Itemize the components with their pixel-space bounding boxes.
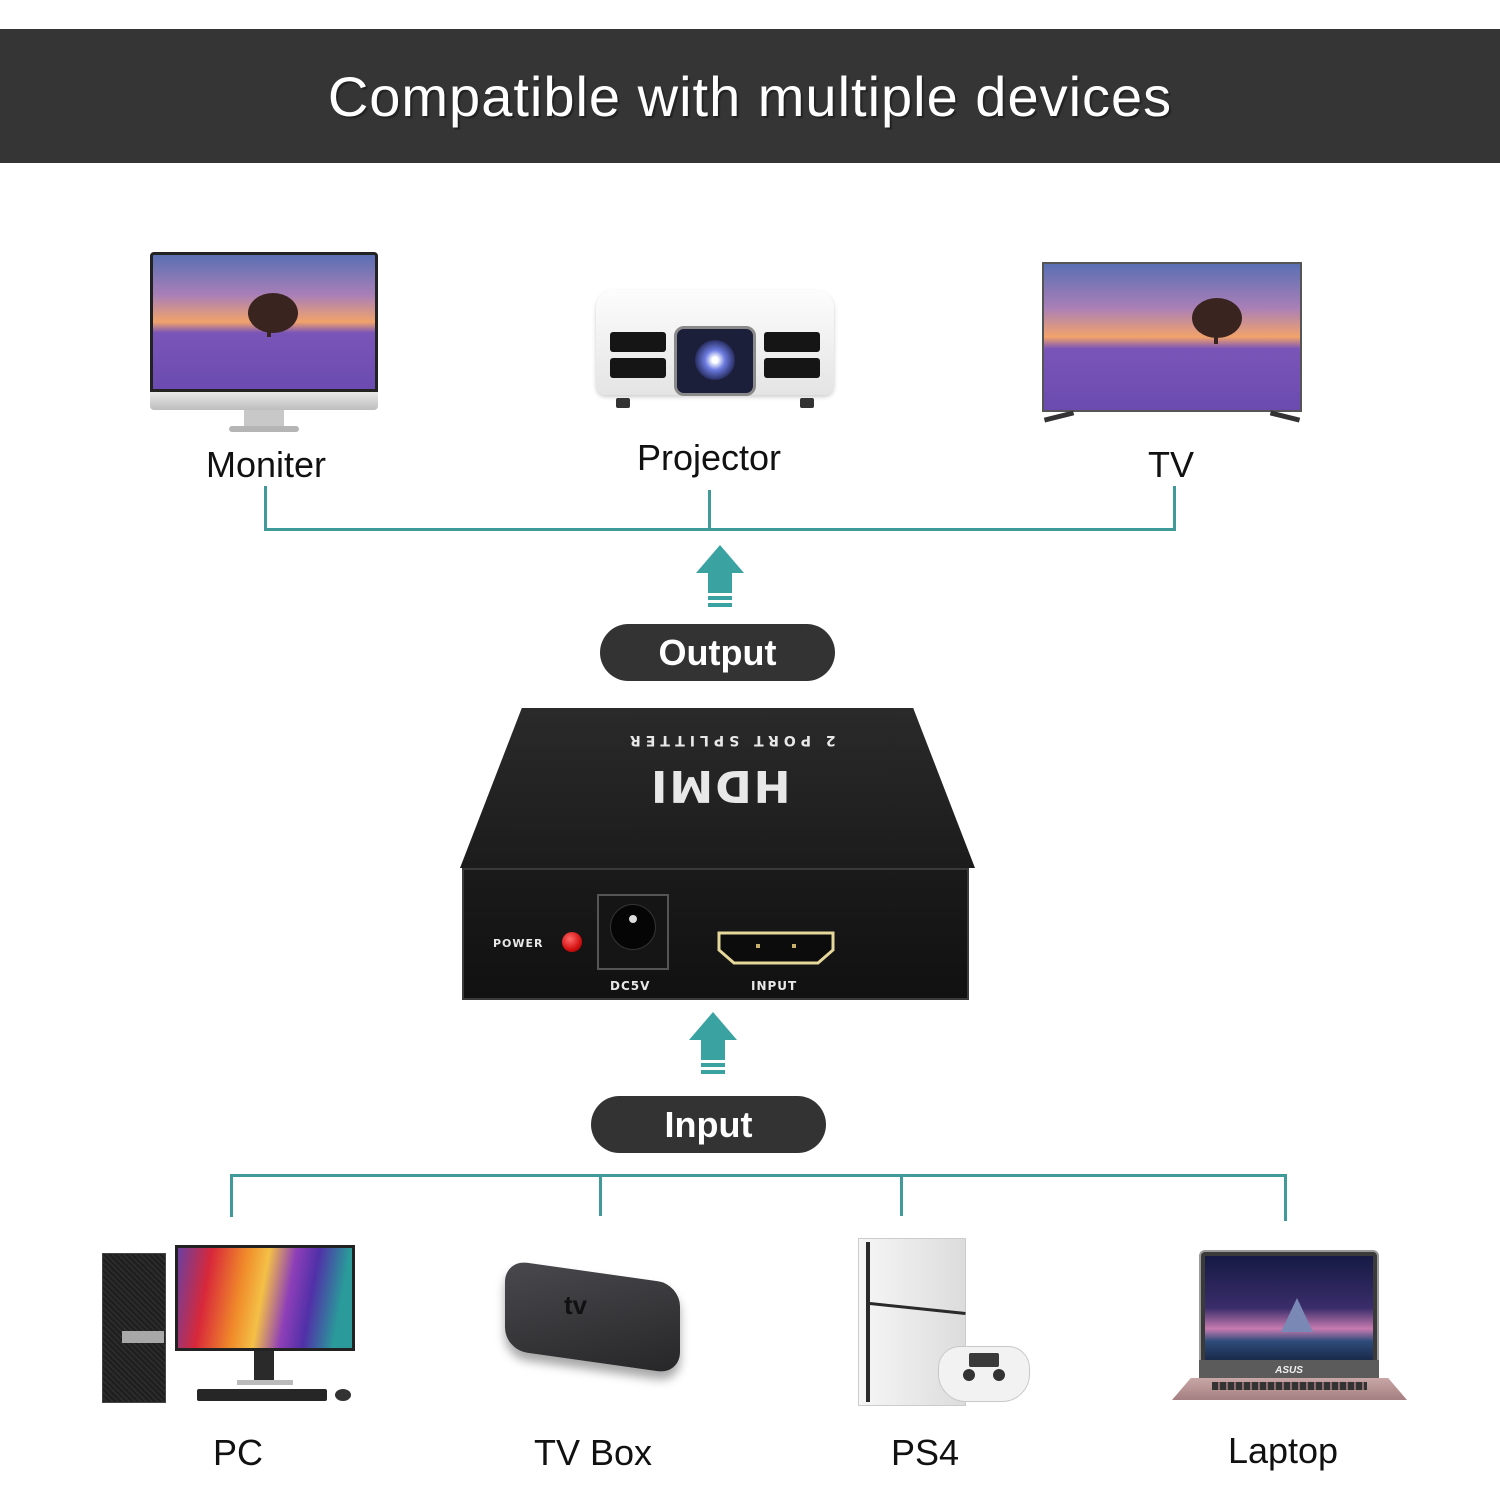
output-pill: Output [600, 624, 835, 681]
input-pill: Input [591, 1096, 826, 1153]
input-connector-pc [230, 1174, 233, 1217]
input-port-label: INPUT [751, 979, 798, 993]
dc-label: DC5V [610, 979, 651, 993]
game-console-icon [848, 1238, 1033, 1408]
output-label-monitor: Moniter [205, 444, 327, 485]
input-pill-label: Input [664, 1103, 753, 1145]
tv-box-icon: tv [500, 1259, 690, 1382]
input-label-pc: PC [212, 1432, 263, 1473]
hdmi-input-port[interactable] [716, 930, 836, 966]
input-connector-ps4 [900, 1174, 903, 1216]
tv-box-brand: tv [564, 1290, 588, 1320]
monitor-icon [150, 252, 378, 434]
laptop-brand: ASUS [1275, 1365, 1303, 1376]
power-label: POWER [493, 937, 544, 950]
hdmi-logo: HDMI [649, 760, 791, 811]
power-led-icon [562, 932, 582, 952]
header-banner: Compatible with multiple devices [0, 29, 1500, 163]
output-connector-tv [1173, 486, 1176, 531]
output-bus-line [264, 528, 1176, 531]
output-label-tv: TV [1147, 444, 1194, 485]
output-connector-monitor [264, 486, 267, 531]
output-label-projector: Projector [636, 437, 782, 478]
laptop-icon: ASUS [1172, 1250, 1407, 1410]
banner-title: Compatible with multiple devices [327, 64, 1173, 128]
splitter-model-text: 2 PORT SPLITTER [624, 732, 836, 748]
input-connector-laptop [1284, 1174, 1287, 1221]
output-connector-projector [708, 490, 711, 531]
input-label-tvbox: TV Box [533, 1432, 653, 1473]
tv-icon [1042, 262, 1302, 430]
projector-icon [596, 290, 834, 410]
input-bus-line [230, 1174, 1287, 1177]
input-connector-tvbox [599, 1174, 602, 1216]
input-label-ps4: PS4 [890, 1432, 960, 1473]
hdmi-splitter: 2 PORT SPLITTER HDMI POWER DC5V INPUT [460, 708, 975, 1003]
output-pill-label: Output [658, 631, 777, 673]
up-arrow-icon [696, 545, 744, 607]
input-label-laptop: Laptop [1227, 1430, 1339, 1471]
up-arrow-icon [689, 1012, 737, 1074]
dc-power-jack[interactable] [597, 894, 669, 970]
desktop-pc-icon [102, 1243, 357, 1408]
